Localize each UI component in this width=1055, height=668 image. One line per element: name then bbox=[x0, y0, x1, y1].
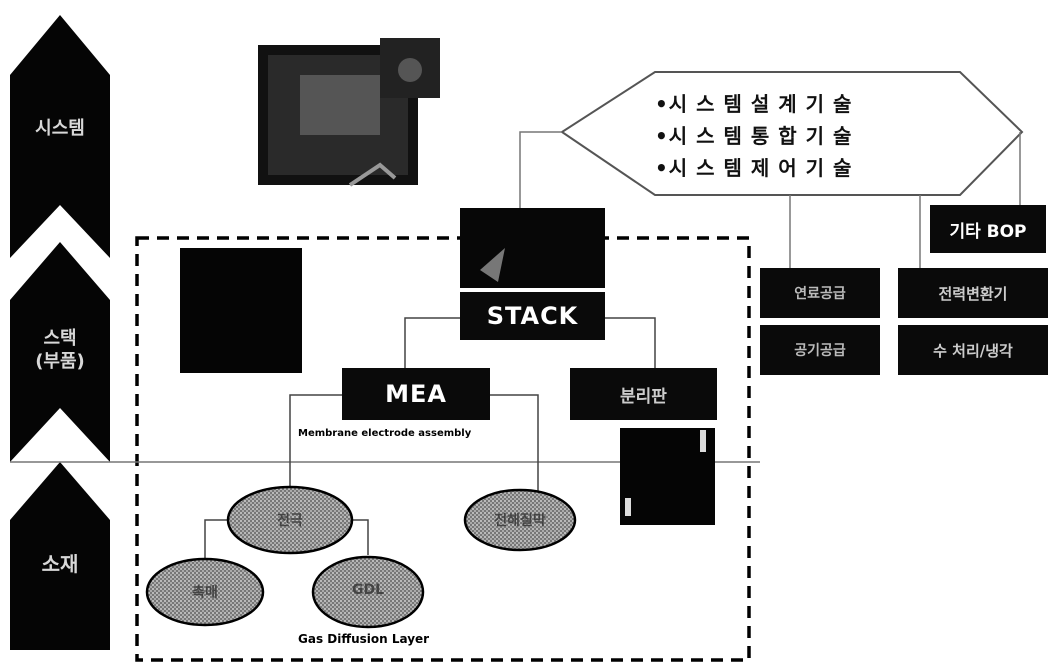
connector-mea-membrane bbox=[490, 395, 538, 497]
membrane-label: 전해질막 bbox=[470, 510, 570, 530]
catalyst-label: 촉매 bbox=[155, 582, 255, 602]
gdl-label: GDL bbox=[318, 582, 418, 598]
hex-line-design: •시 스 템 설 계 기 술 bbox=[655, 88, 852, 117]
electrode-label: 전극 bbox=[240, 510, 340, 530]
stack-dark-image bbox=[180, 248, 302, 373]
bop-title-box: 기타 BOP bbox=[930, 205, 1046, 253]
separator-box: 분리판 bbox=[570, 368, 717, 420]
hex-line-control: •시 스 템 제 어 기 술 bbox=[655, 152, 852, 181]
stack-box: STACK bbox=[460, 292, 605, 340]
level-material-label: 소재 bbox=[10, 552, 110, 577]
level-stack-label: 스택 (부품) bbox=[10, 328, 110, 373]
bop-air-supply: 공기공급 bbox=[760, 325, 880, 375]
bop-fuel-supply: 연료공급 bbox=[760, 268, 880, 318]
stack-photo bbox=[460, 208, 605, 288]
mea-box: MEA bbox=[342, 368, 490, 420]
bop-water-cooling: 수 처리/냉각 bbox=[898, 325, 1048, 375]
level-system-label: 시스템 bbox=[10, 118, 110, 141]
mea-caption: Membrane electrode assembly bbox=[298, 428, 471, 439]
bop-power-converter: 전력변환기 bbox=[898, 268, 1048, 318]
hex-line-integration: •시 스 템 통 합 기 술 bbox=[655, 120, 852, 149]
gdl-caption: Gas Diffusion Layer bbox=[298, 632, 429, 646]
connector-electrode-gdl bbox=[350, 520, 368, 555]
system-photo bbox=[258, 38, 440, 185]
connector-hex-stack bbox=[520, 132, 562, 210]
